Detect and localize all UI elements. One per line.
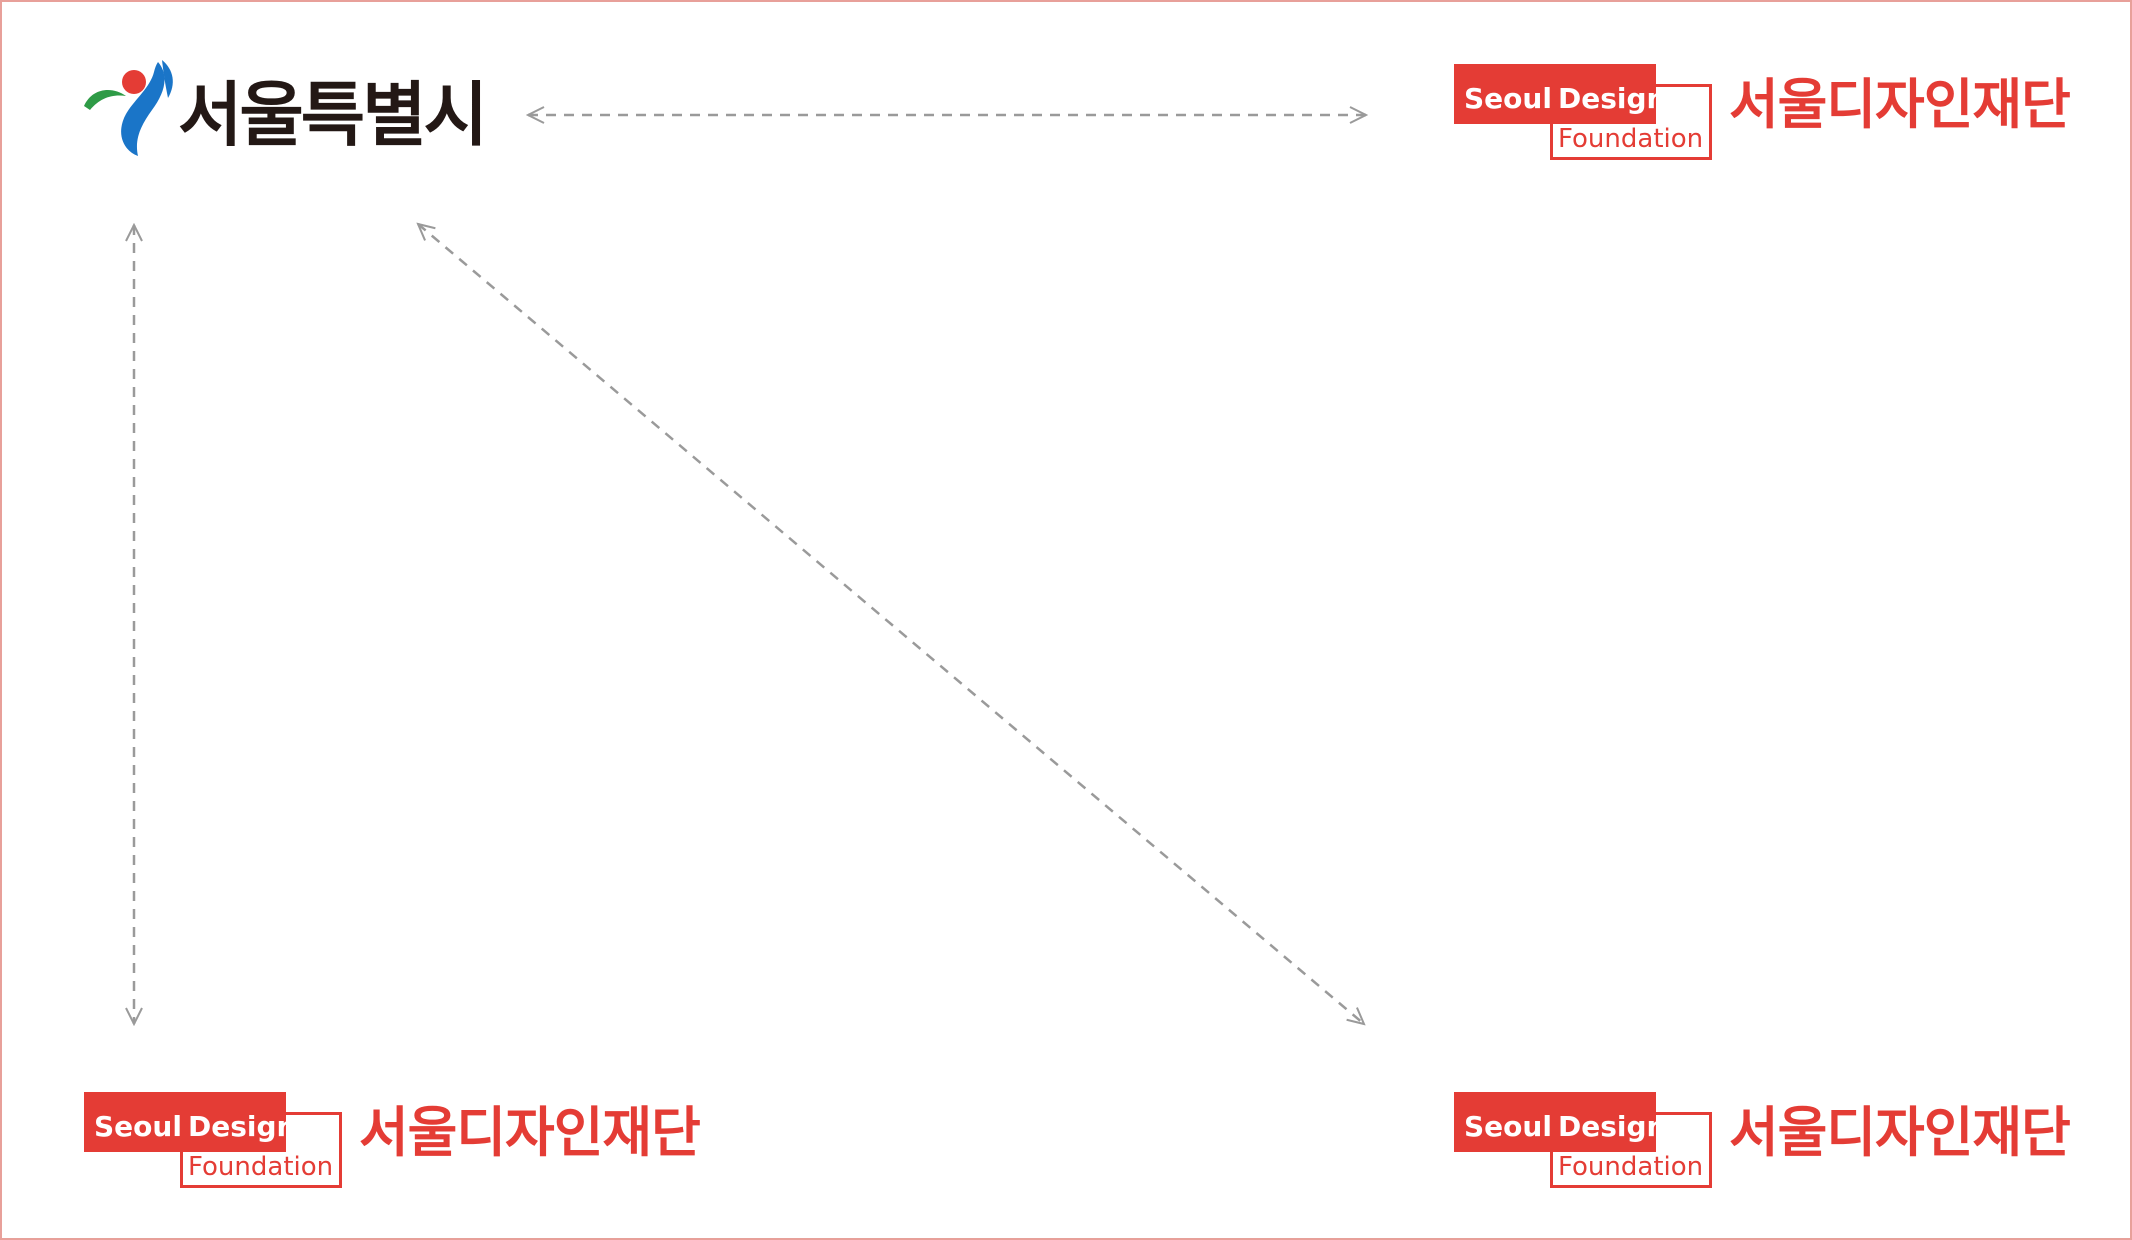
- sdf-outline-block: [1550, 84, 1712, 160]
- sdf-red-block: [1454, 64, 1656, 124]
- seoul-city-name: 서울특별시: [178, 74, 488, 156]
- sdf-logo-bottom-left: Seoul Design Foundation 서울디자인재단: [84, 1092, 701, 1192]
- sdf-outline-block: [180, 1112, 342, 1188]
- sdf-logo-top-right: Seoul Design Foundation 서울디자인재단: [1454, 64, 2071, 164]
- sdf-red-block: [1454, 1092, 1656, 1152]
- sdf-seoul-text: Seoul: [1464, 82, 1552, 115]
- sdf-design-text: Design: [1558, 1110, 1667, 1143]
- sdf-foundation-text: Foundation: [1558, 1152, 1704, 1182]
- sdf-korean-name: 서울디자인재단: [1729, 1101, 2071, 1164]
- sdf-foundation-text: Foundation: [188, 1152, 334, 1182]
- sdf-logo-bottom-right: Seoul Design Foundation 서울디자인재단: [1454, 1092, 2071, 1192]
- sdf-seoul-text: Seoul: [94, 1110, 182, 1143]
- sdf-korean-name: 서울디자인재단: [1729, 73, 2071, 136]
- sdf-foundation-text: Foundation: [1558, 124, 1704, 154]
- sdf-seoul-text: Seoul: [1464, 1110, 1552, 1143]
- sdf-design-text: Design: [1558, 82, 1667, 115]
- sdf-red-block: [84, 1092, 286, 1152]
- seoul-emblem-icon: [84, 60, 173, 156]
- sdf-korean-name: 서울디자인재단: [359, 1101, 701, 1164]
- sdf-outline-block: [1550, 1112, 1712, 1188]
- sdf-design-text: Design: [188, 1110, 297, 1143]
- seoul-city-logo: 서울특별시: [82, 58, 488, 164]
